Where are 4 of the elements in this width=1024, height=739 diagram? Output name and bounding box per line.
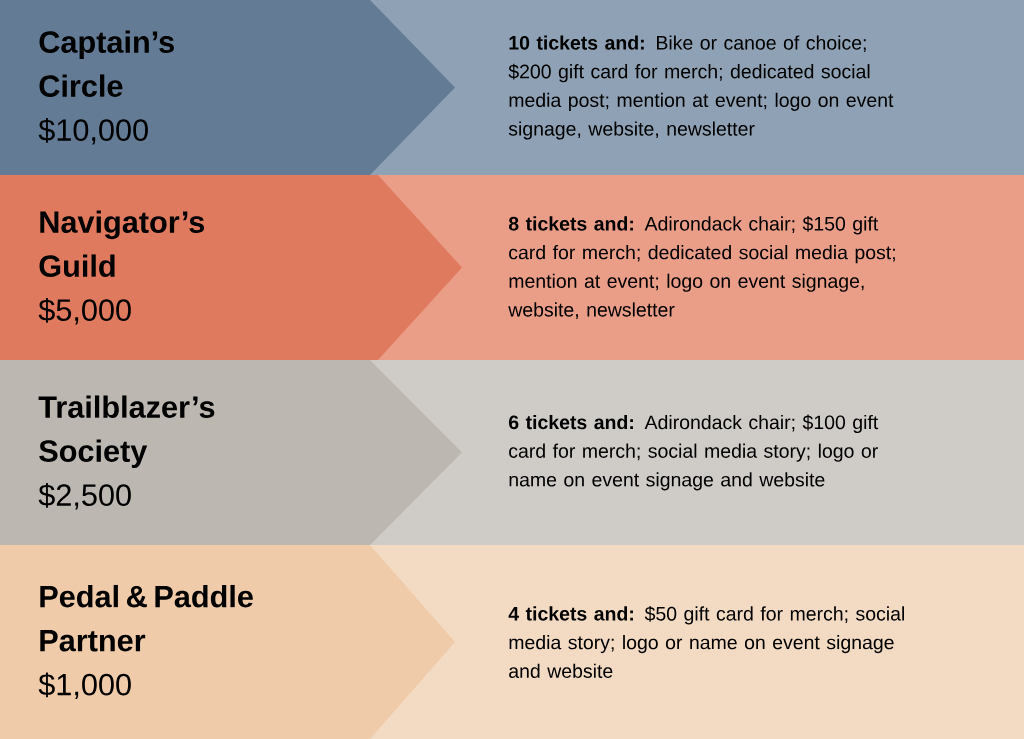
description-band: 4 tickets and: $50 gift card for merch; social media story; logo or name on event signage and website xyxy=(370,545,1024,739)
description-band: 8 tickets and: Adirondack chair; $150 gift card for merch; dedicated social media post; mention at event; logo on event signage, website, newsletter xyxy=(370,175,1024,360)
description-band: 6 tickets and: Adirondack chair; $100 gift card for merch; social media story; logo or name on event signage and website xyxy=(370,360,1024,545)
description-band: 10 tickets and: Bike or canoe of choice; $200 gift card for merch; dedicated social media post; mention at event; logo on event signage, website, newsletter xyxy=(370,0,1024,175)
